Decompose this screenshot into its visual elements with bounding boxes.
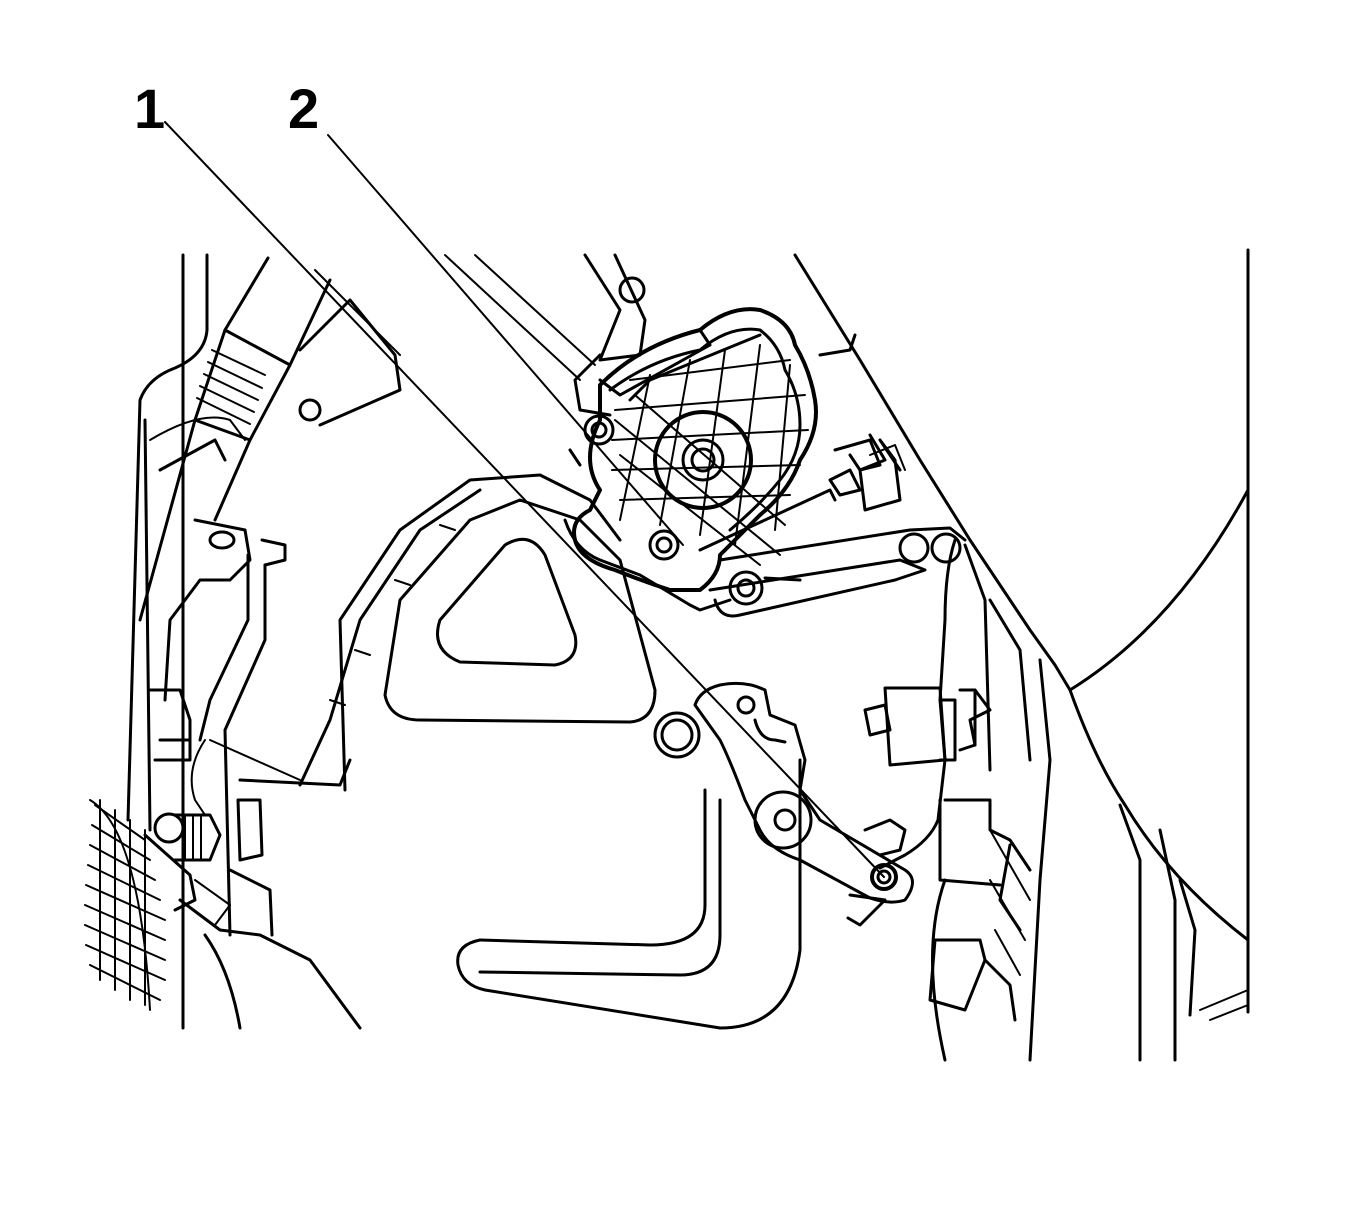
ribbed-sleeve	[138, 256, 402, 622]
lower-lever	[693, 681, 914, 927]
center-panel	[298, 473, 802, 1030]
hatched-area	[84, 799, 166, 1011]
link-arm	[698, 333, 967, 618]
leader-lines	[164, 121, 885, 878]
leader-line-1	[164, 121, 885, 878]
hinge-bracket	[148, 518, 287, 937]
callout-label-2: 2	[288, 77, 319, 140]
right-connector	[863, 538, 992, 870]
lower-right-trim	[928, 798, 1032, 1062]
right-body-panel	[793, 248, 1250, 1062]
grid-mechanism	[444, 253, 818, 612]
spring-cup	[143, 739, 301, 912]
lower-left-trim	[178, 758, 362, 1030]
leader-line-2	[327, 134, 684, 546]
left-pillar	[126, 253, 246, 1030]
callout-label-1: 1	[134, 77, 165, 140]
